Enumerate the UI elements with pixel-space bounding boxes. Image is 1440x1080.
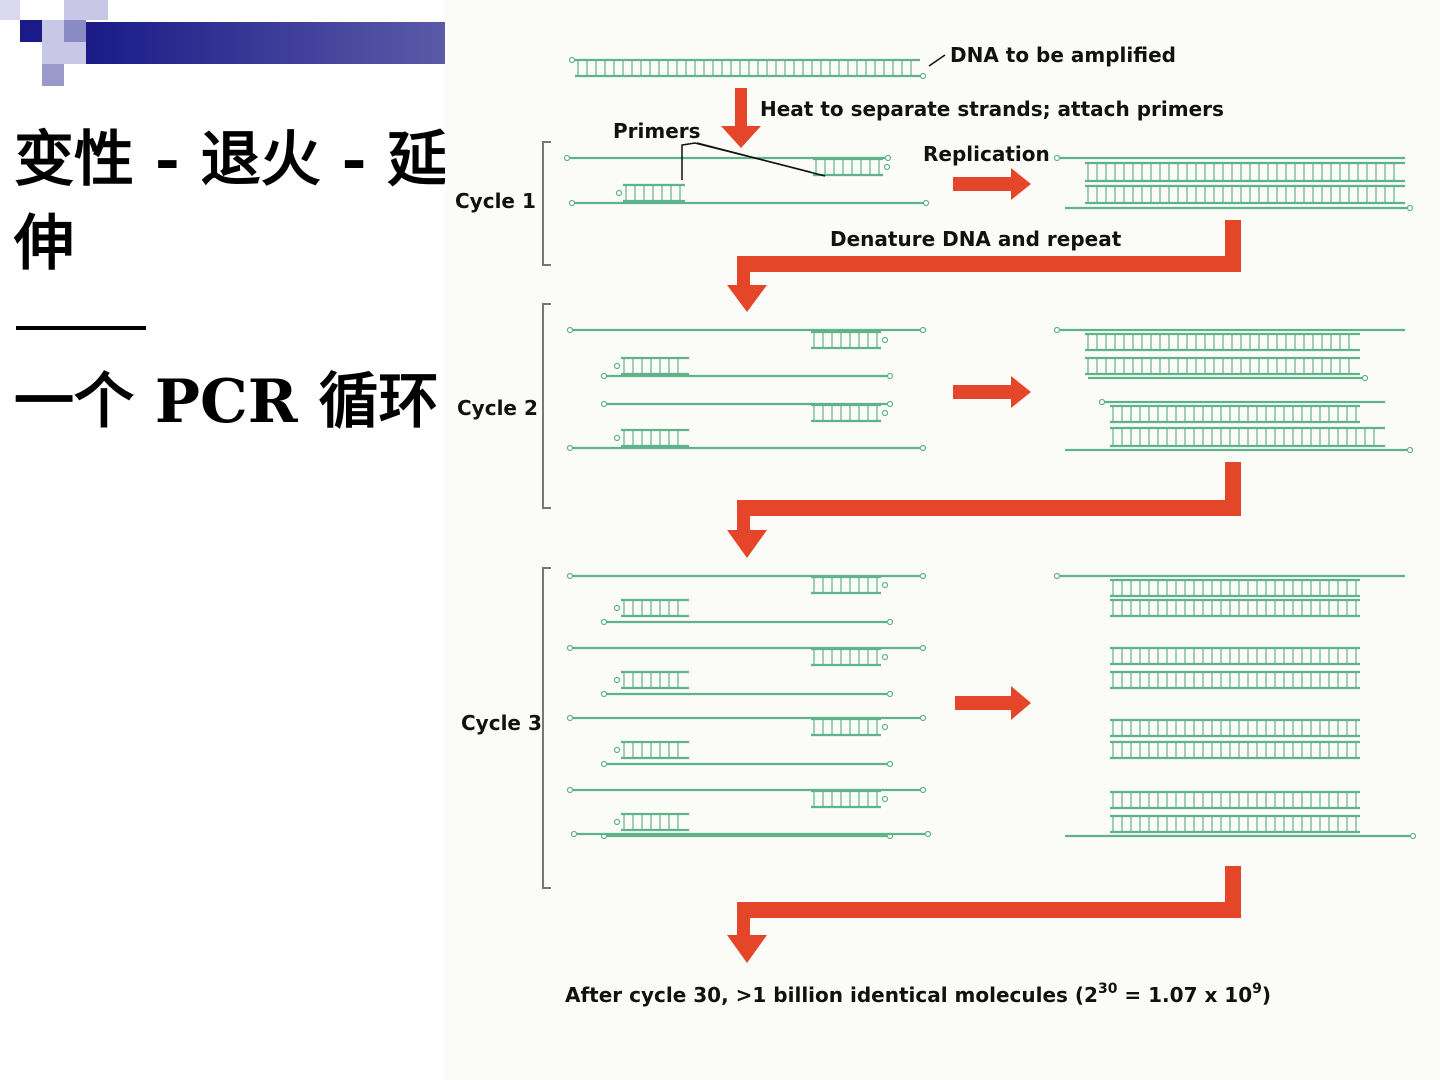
- strand-end-icon: [922, 199, 930, 207]
- strand-end-icon: [883, 163, 891, 171]
- strand-end-icon: [568, 56, 576, 64]
- arrow-down-icon: [721, 88, 761, 148]
- strand-end-icon: [919, 714, 927, 722]
- strand-end-icon: [1098, 398, 1106, 406]
- slide-title: 变性 - 退火 - 延 伸 一个 PCR 循环: [14, 118, 448, 444]
- strand-end-icon: [1409, 832, 1417, 840]
- cycle1-label: Cycle 1: [455, 189, 536, 213]
- title-divider: [16, 326, 146, 330]
- strand-end-icon: [600, 618, 608, 626]
- strand-end-icon: [886, 690, 894, 698]
- strand-end-icon: [615, 189, 623, 197]
- header-gradient-bar: [86, 22, 445, 64]
- strand-end-icon: [566, 786, 574, 794]
- strand-end-icon: [566, 714, 574, 722]
- strand-end-icon: [886, 618, 894, 626]
- strand-end-icon: [881, 581, 889, 589]
- dna-strands: [563, 56, 1417, 840]
- strand-end-icon: [884, 154, 892, 162]
- deco-square: [42, 42, 64, 64]
- deco-square: [20, 20, 42, 42]
- deco-square: [42, 64, 64, 86]
- strand-end-icon: [613, 604, 621, 612]
- strand-end-icon: [924, 830, 932, 838]
- strand-end-icon: [600, 760, 608, 768]
- strand-end-icon: [566, 644, 574, 652]
- heat-label: Heat to separate strands; attach primers: [760, 97, 1224, 121]
- strand-end-icon: [600, 400, 608, 408]
- cycle3-bracket: [542, 567, 551, 889]
- flow-arrows: [721, 88, 1241, 963]
- replication-label: Replication: [923, 142, 1050, 166]
- cycle2-label: Cycle 2: [457, 396, 538, 420]
- strand-end-icon: [1406, 446, 1414, 454]
- strand-end-icon: [1053, 572, 1061, 580]
- strand-end-icon: [563, 154, 571, 162]
- deco-square: [0, 0, 20, 20]
- strand-end-icon: [566, 326, 574, 334]
- after-cycle-caption: After cycle 30, >1 billion identical mol…: [565, 981, 1271, 1007]
- strand-end-icon: [613, 362, 621, 370]
- deco-square: [64, 20, 86, 42]
- title-line-2: 伸: [14, 209, 74, 279]
- strand-end-icon: [881, 653, 889, 661]
- strand-end-icon: [1406, 204, 1414, 212]
- strand-end-icon: [613, 676, 621, 684]
- deco-square: [64, 0, 86, 20]
- strand-end-icon: [919, 786, 927, 794]
- strand-end-icon: [613, 746, 621, 754]
- deco-square: [86, 0, 108, 20]
- arrow-right-icon: [955, 686, 1031, 720]
- strand-end-icon: [566, 572, 574, 580]
- strand-end-icon: [919, 644, 927, 652]
- strand-end-icon: [886, 760, 894, 768]
- strand-end-icon: [881, 795, 889, 803]
- header-decoration: [0, 0, 445, 86]
- strand-end-icon: [1361, 374, 1369, 382]
- deco-square: [42, 20, 64, 42]
- strand-end-icon: [886, 400, 894, 408]
- deco-square: [64, 42, 86, 64]
- strand-end-icon: [613, 434, 621, 442]
- strand-end-icon: [881, 409, 889, 417]
- arrow-right-icon: [953, 376, 1031, 408]
- strand-end-icon: [881, 723, 889, 731]
- strand-end-icon: [1053, 326, 1061, 334]
- title-line-1: 变性 - 退火 - 延: [14, 125, 448, 195]
- arrow-return-icon: [727, 220, 1241, 312]
- arrow-return-icon: [727, 462, 1241, 558]
- arrow-return-icon: [727, 866, 1241, 963]
- dna-label-pointer: [928, 54, 946, 67]
- dna-label: DNA to be amplified: [950, 43, 1176, 67]
- cycle3-label: Cycle 3: [461, 711, 542, 735]
- strand-end-icon: [919, 72, 927, 80]
- strand-end-icon: [919, 572, 927, 580]
- cycle1-bracket: [542, 141, 551, 266]
- strand-end-icon: [881, 336, 889, 344]
- strand-end-icon: [886, 372, 894, 380]
- primers-label: Primers: [613, 119, 701, 143]
- pcr-diagram: DNA to be amplified Heat to separate str…: [445, 0, 1440, 1080]
- cycle-brackets: [542, 141, 551, 889]
- arrow-right-icon: [953, 168, 1031, 200]
- primer-pointer-line: [696, 142, 826, 177]
- strand-end-icon: [919, 326, 927, 334]
- strand-end-icon: [613, 818, 621, 826]
- denature-label: Denature DNA and repeat: [830, 227, 1122, 251]
- strand-end-icon: [566, 444, 574, 452]
- title-line-3: 一个 PCR 循环: [14, 367, 439, 437]
- cycle2-bracket: [542, 303, 551, 509]
- strand-end-icon: [600, 372, 608, 380]
- strand-end-icon: [1053, 154, 1061, 162]
- strand-end-icon: [568, 199, 576, 207]
- strand-end-icon: [919, 444, 927, 452]
- strand-end-icon: [570, 830, 578, 838]
- strand-end-icon: [600, 690, 608, 698]
